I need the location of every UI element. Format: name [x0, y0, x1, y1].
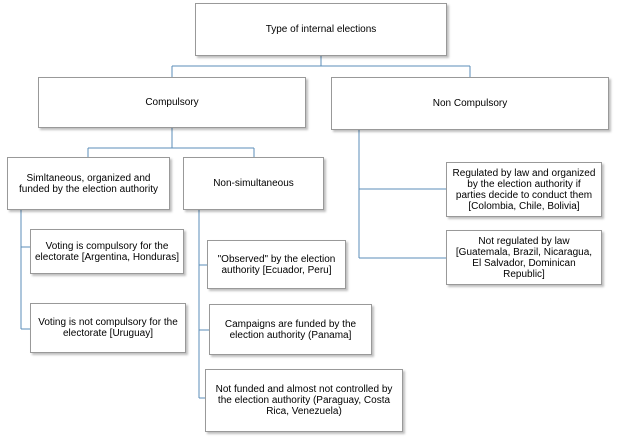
non-simultaneous-label: Non-simultaneous — [213, 178, 294, 189]
compulsory-node: Compulsory — [38, 77, 306, 128]
campaigns-funded-node: Campaigns are funded by the election aut… — [209, 304, 372, 355]
not-regulated-label: Not regulated by law [Guatemala, Brazil,… — [455, 235, 593, 280]
compulsory-voting-node: Voting is compulsory for the electorate … — [30, 229, 184, 274]
not-regulated-node: Not regulated by law [Guatemala, Brazil,… — [446, 230, 602, 285]
non-compulsory-node: Non Compulsory — [331, 77, 609, 130]
compulsory-label: Compulsory — [145, 97, 199, 108]
not-funded-label: Not funded and almost not controlled by … — [215, 384, 393, 417]
observed-label: "Observed" by the election authority [Ec… — [217, 253, 336, 276]
regulated-label: Regulated by law and organized by the el… — [452, 167, 596, 212]
compulsory-voting-label: Voting is compulsory for the electorate … — [35, 240, 179, 263]
non-compulsory-voting-label: Voting is not compulsory for the elector… — [38, 317, 178, 339]
not-funded-node: Not funded and almost not controlled by … — [205, 369, 403, 432]
observed-node: "Observed" by the election authority [Ec… — [207, 240, 346, 289]
simultaneous-label: Simltaneous, organized and funded by the… — [19, 172, 158, 195]
non-simultaneous-node: Non-simultaneous — [183, 157, 324, 210]
root-label: Type of internal elections — [265, 24, 377, 35]
simultaneous-node: Simltaneous, organized and funded by the… — [7, 157, 170, 210]
non-compulsory-label: Non Compulsory — [432, 98, 508, 109]
campaigns-funded-label: Campaigns are funded by the election aut… — [224, 318, 357, 341]
non-compulsory-voting-node: Voting is not compulsory for the elector… — [30, 303, 186, 353]
root-node: Type of internal elections — [195, 3, 447, 56]
regulated-node: Regulated by law and organized by the el… — [446, 162, 602, 217]
